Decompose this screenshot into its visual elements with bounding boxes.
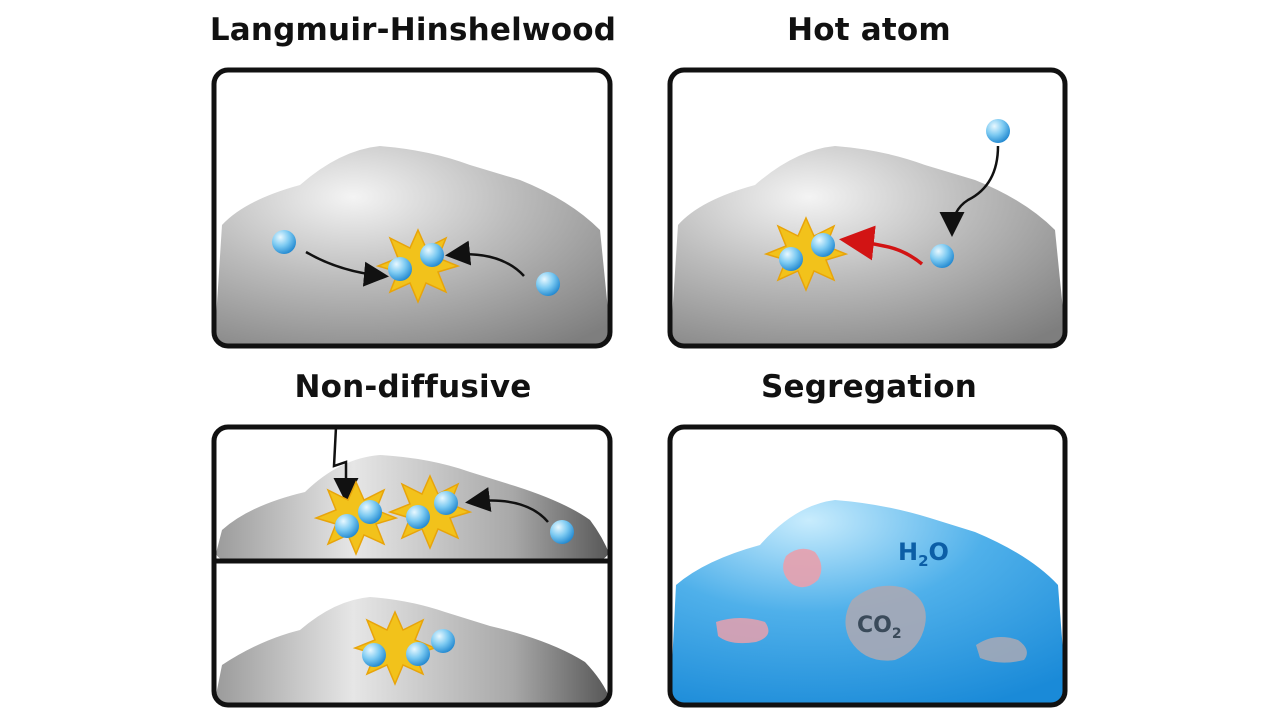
reaction-burst xyxy=(313,480,399,556)
panel-hot-atom xyxy=(667,67,1068,349)
atom xyxy=(358,500,382,524)
rock-surface xyxy=(670,146,1065,346)
h2o-label: H2O xyxy=(898,538,949,570)
atom xyxy=(420,243,444,267)
panel-segregation: H2O CO2 xyxy=(667,424,1068,708)
diffusion-arrow-left xyxy=(305,250,389,287)
atom xyxy=(434,491,458,515)
atom xyxy=(536,272,560,296)
diffusion-arrow xyxy=(465,487,549,523)
lightning-arrow xyxy=(332,426,359,503)
atom xyxy=(362,643,386,667)
pink-patch xyxy=(783,548,822,588)
diffusion-arrow-right xyxy=(445,240,525,277)
panel-title-segregation: Segregation xyxy=(761,369,977,405)
hot-atom-arrow xyxy=(839,225,924,266)
adsorption-arrow xyxy=(939,145,1000,237)
atom xyxy=(406,505,430,529)
panel-frame xyxy=(211,424,613,708)
atom xyxy=(986,119,1010,143)
panel-frame xyxy=(667,424,1068,708)
atom xyxy=(272,230,296,254)
panel-title-langmuir-hinshelwood: Langmuir-Hinshelwood xyxy=(209,12,617,48)
panel-title-hot-atom: Hot atom xyxy=(787,12,951,48)
panel-frame xyxy=(211,67,613,349)
panel-langmuir-hinshelwood xyxy=(211,67,613,349)
atom xyxy=(431,629,455,653)
atom xyxy=(811,233,835,257)
atom xyxy=(406,642,430,666)
co2-patch xyxy=(976,636,1027,663)
co2-patch xyxy=(845,585,926,661)
panel-non-diffusive xyxy=(211,424,613,708)
panel-title-non-diffusive: Non-diffusive xyxy=(294,369,532,405)
atom xyxy=(335,514,359,538)
atom xyxy=(930,244,954,268)
co2-label: CO2 xyxy=(857,613,902,642)
atom xyxy=(388,257,412,281)
atom xyxy=(779,247,803,271)
panel-frame xyxy=(667,67,1068,349)
pink-patch xyxy=(716,618,769,644)
atom xyxy=(550,520,574,544)
